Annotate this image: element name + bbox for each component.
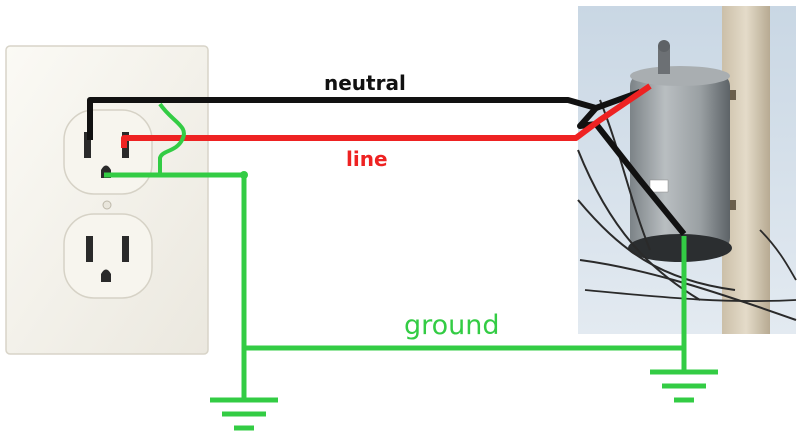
utility-pole-transformer-icon [577, 6, 797, 334]
ground-wire [104, 102, 687, 398]
earth-ground-symbol-icon [210, 397, 278, 431]
line-wire [121, 83, 652, 148]
duplex-outlet-icon [5, 45, 209, 355]
neutral-label: neutral [324, 71, 406, 95]
earth-ground-symbol-icon [650, 369, 718, 403]
ground-label: ground [404, 310, 500, 341]
line-label: line [346, 147, 388, 171]
